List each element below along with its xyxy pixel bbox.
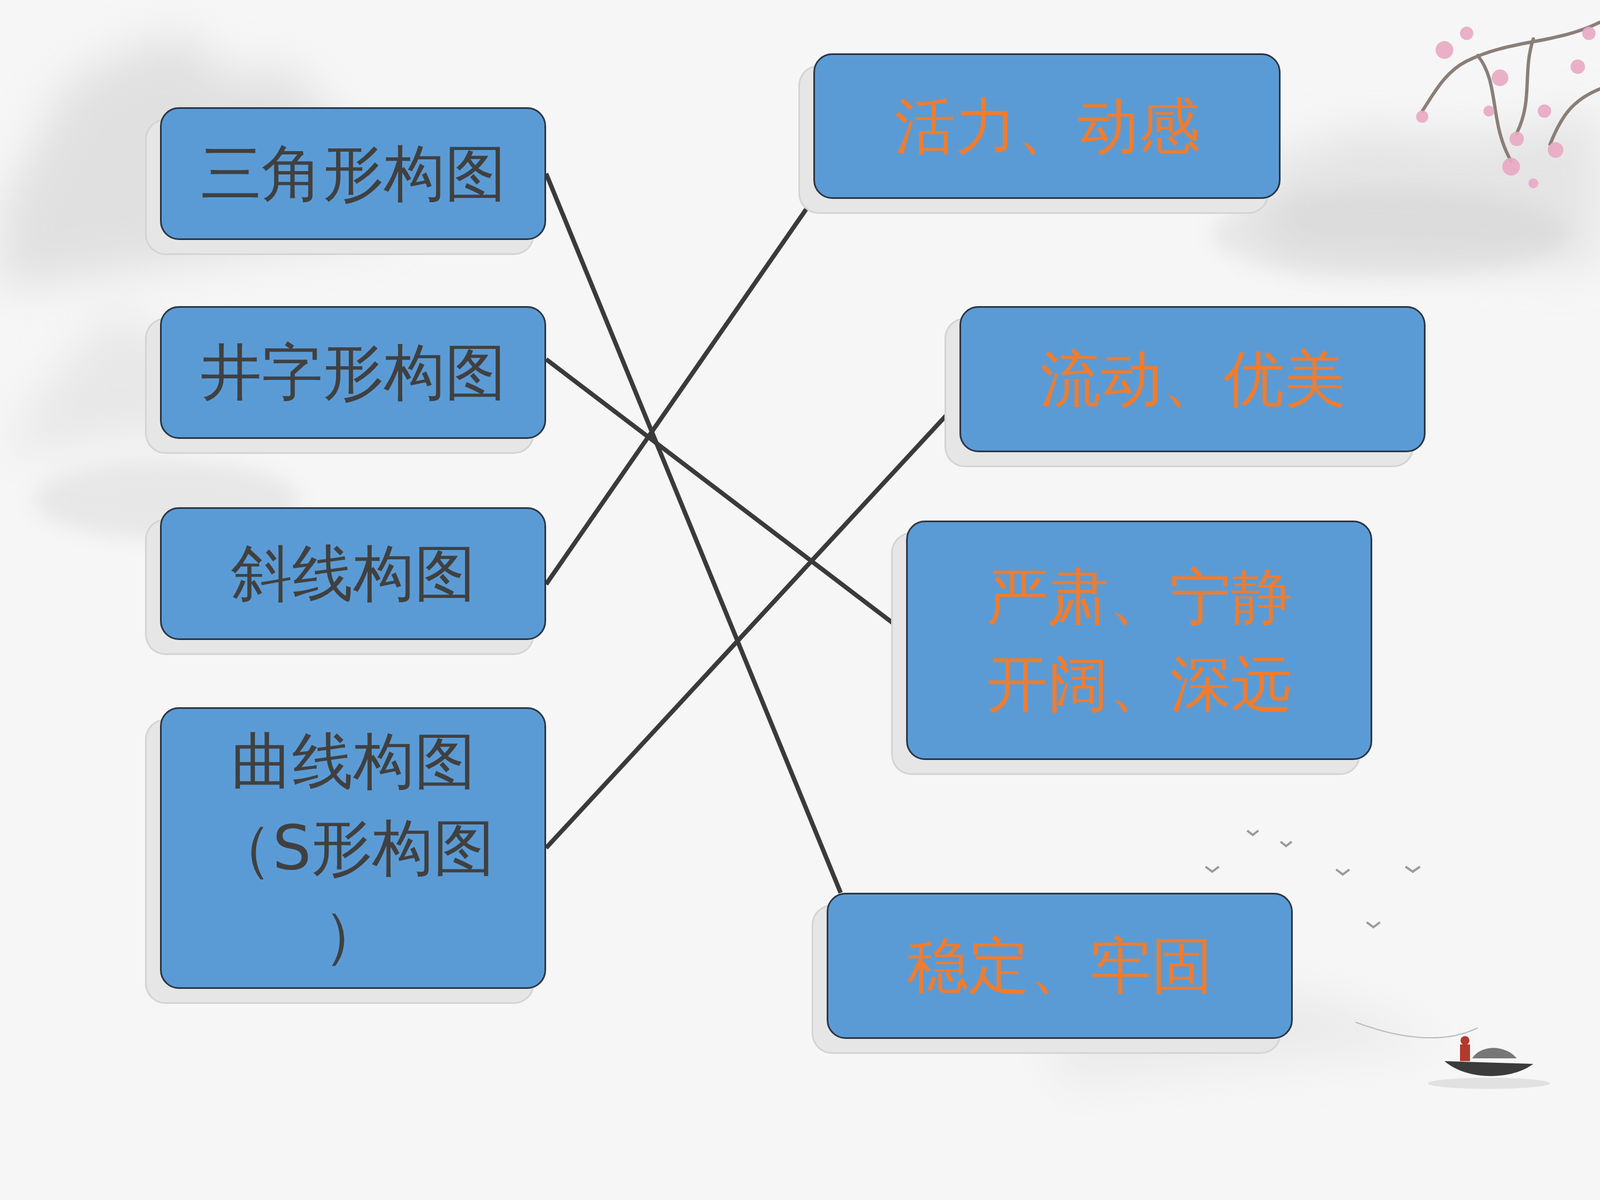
text-box: 三角形构图 xyxy=(160,107,547,240)
text-box: 井字形构图 xyxy=(160,306,547,439)
box-label: 流动、优美 xyxy=(1040,335,1346,423)
plum-blossoms xyxy=(1416,26,1596,189)
misty-mountains xyxy=(0,33,1600,1084)
box-label: 斜线构图 xyxy=(231,530,476,617)
matching-line xyxy=(546,198,814,585)
matching-line xyxy=(546,359,907,634)
fishing-boat xyxy=(1355,1022,1550,1089)
text-box: 严肃、宁静 开阔、深远 xyxy=(906,520,1373,760)
box-label: 曲线构图（S形构图） xyxy=(186,717,520,979)
text-box: 斜线构图 xyxy=(160,507,547,640)
box-label: 三角形构图 xyxy=(200,130,507,217)
text-box: 曲线构图（S形构图） xyxy=(160,707,547,989)
box-label: 井字形构图 xyxy=(200,328,507,416)
matching-line xyxy=(546,173,841,894)
box-label: 活力、动感 xyxy=(894,82,1200,170)
matching-line xyxy=(546,401,960,848)
text-box: 流动、优美 xyxy=(959,306,1426,453)
text-box: 稳定、牢固 xyxy=(826,892,1293,1039)
text-box: 活力、动感 xyxy=(813,53,1281,199)
plum-branch xyxy=(1422,22,1600,162)
box-label: 稳定、牢固 xyxy=(907,922,1213,1009)
box-label: 严肃、宁静 开阔、深远 xyxy=(950,553,1329,727)
